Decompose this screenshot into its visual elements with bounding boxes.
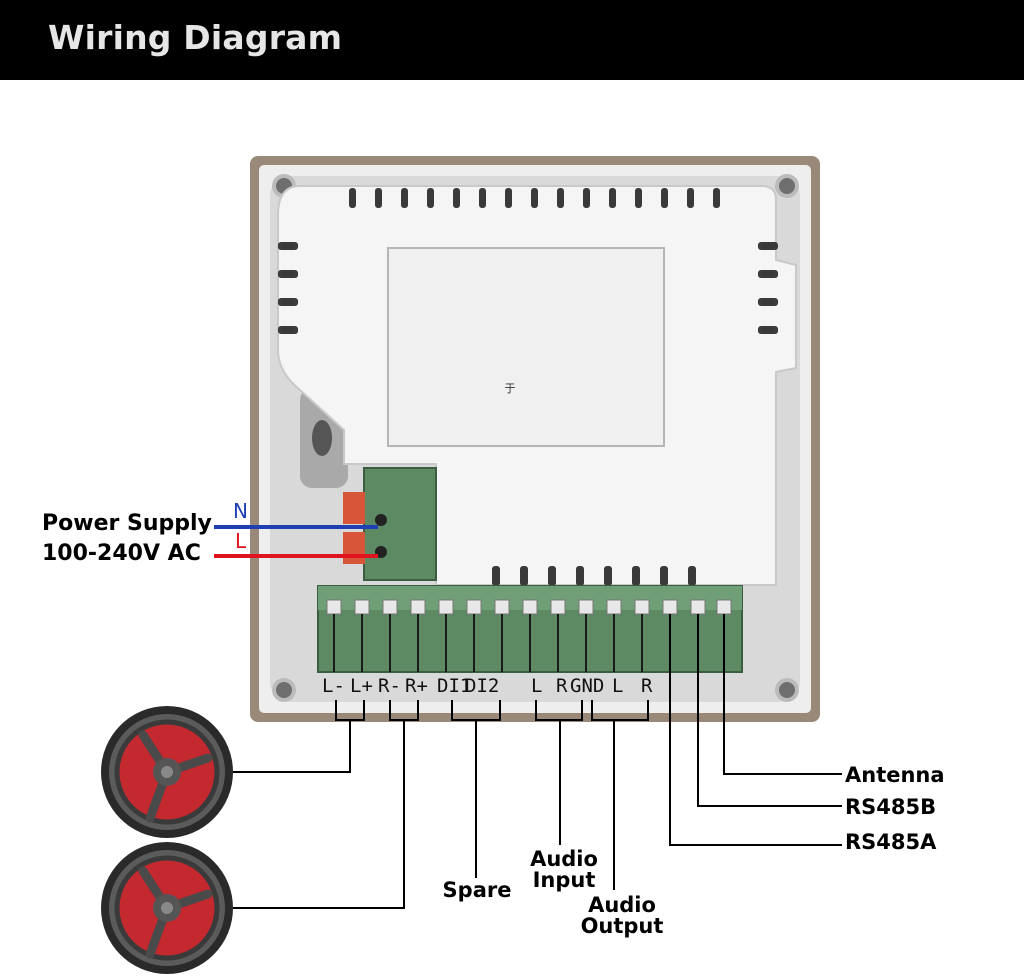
power-connector-tab bbox=[343, 532, 365, 564]
terminal-label: L bbox=[531, 675, 542, 697]
rs485a-label: RS485A bbox=[845, 830, 937, 854]
power-terminal-block bbox=[363, 467, 437, 581]
power-connector-tab bbox=[343, 492, 365, 524]
display-window bbox=[387, 247, 665, 447]
terminal-label: GND bbox=[570, 675, 604, 697]
terminal-label: R bbox=[641, 675, 653, 697]
terminal-label: R+ bbox=[405, 675, 428, 697]
center-mark: 于 bbox=[505, 382, 516, 395]
vent-slots bbox=[349, 188, 720, 208]
screw-hole bbox=[775, 678, 799, 702]
antenna-label: Antenna bbox=[845, 763, 945, 787]
terminal-label: DI1 bbox=[437, 675, 471, 697]
terminal-label: L+ bbox=[350, 675, 373, 697]
page-title: Wiring Diagram bbox=[48, 18, 343, 57]
audio-output-label-line1: Audio bbox=[588, 893, 656, 917]
live-label: L bbox=[235, 529, 247, 553]
terminal-label: L- bbox=[322, 675, 345, 697]
vent-slots-side bbox=[278, 242, 778, 334]
spare-label: Spare bbox=[443, 878, 512, 902]
terminal-label: R bbox=[556, 675, 568, 697]
terminal-label: R- bbox=[378, 675, 401, 697]
power-supply-label: Power Supply bbox=[42, 511, 212, 536]
screw-hole bbox=[775, 174, 799, 198]
speaker-icon bbox=[101, 706, 233, 838]
speaker-icon bbox=[101, 842, 233, 974]
power-voltage-label: 100-240V AC bbox=[42, 541, 201, 566]
audio-input-label-line1: Audio bbox=[530, 847, 598, 871]
header-bar: Wiring Diagram bbox=[0, 0, 1024, 80]
terminal-label: L bbox=[612, 675, 623, 697]
audio-input-label-line2: Input bbox=[533, 868, 596, 892]
screw-hole bbox=[272, 678, 296, 702]
neutral-label: N bbox=[233, 499, 248, 523]
vent-slots-bottom bbox=[492, 566, 696, 586]
wiring-lines bbox=[232, 614, 842, 909]
rs485b-label: RS485B bbox=[845, 795, 936, 819]
terminal-label: DI2 bbox=[465, 675, 499, 697]
terminal-labels: L- L+ R- R+ DI1 DI2 L R GND L R bbox=[322, 675, 653, 697]
terminal-slots bbox=[326, 599, 732, 615]
audio-output-label-line2: Output bbox=[581, 914, 664, 938]
power-screw bbox=[375, 514, 387, 526]
